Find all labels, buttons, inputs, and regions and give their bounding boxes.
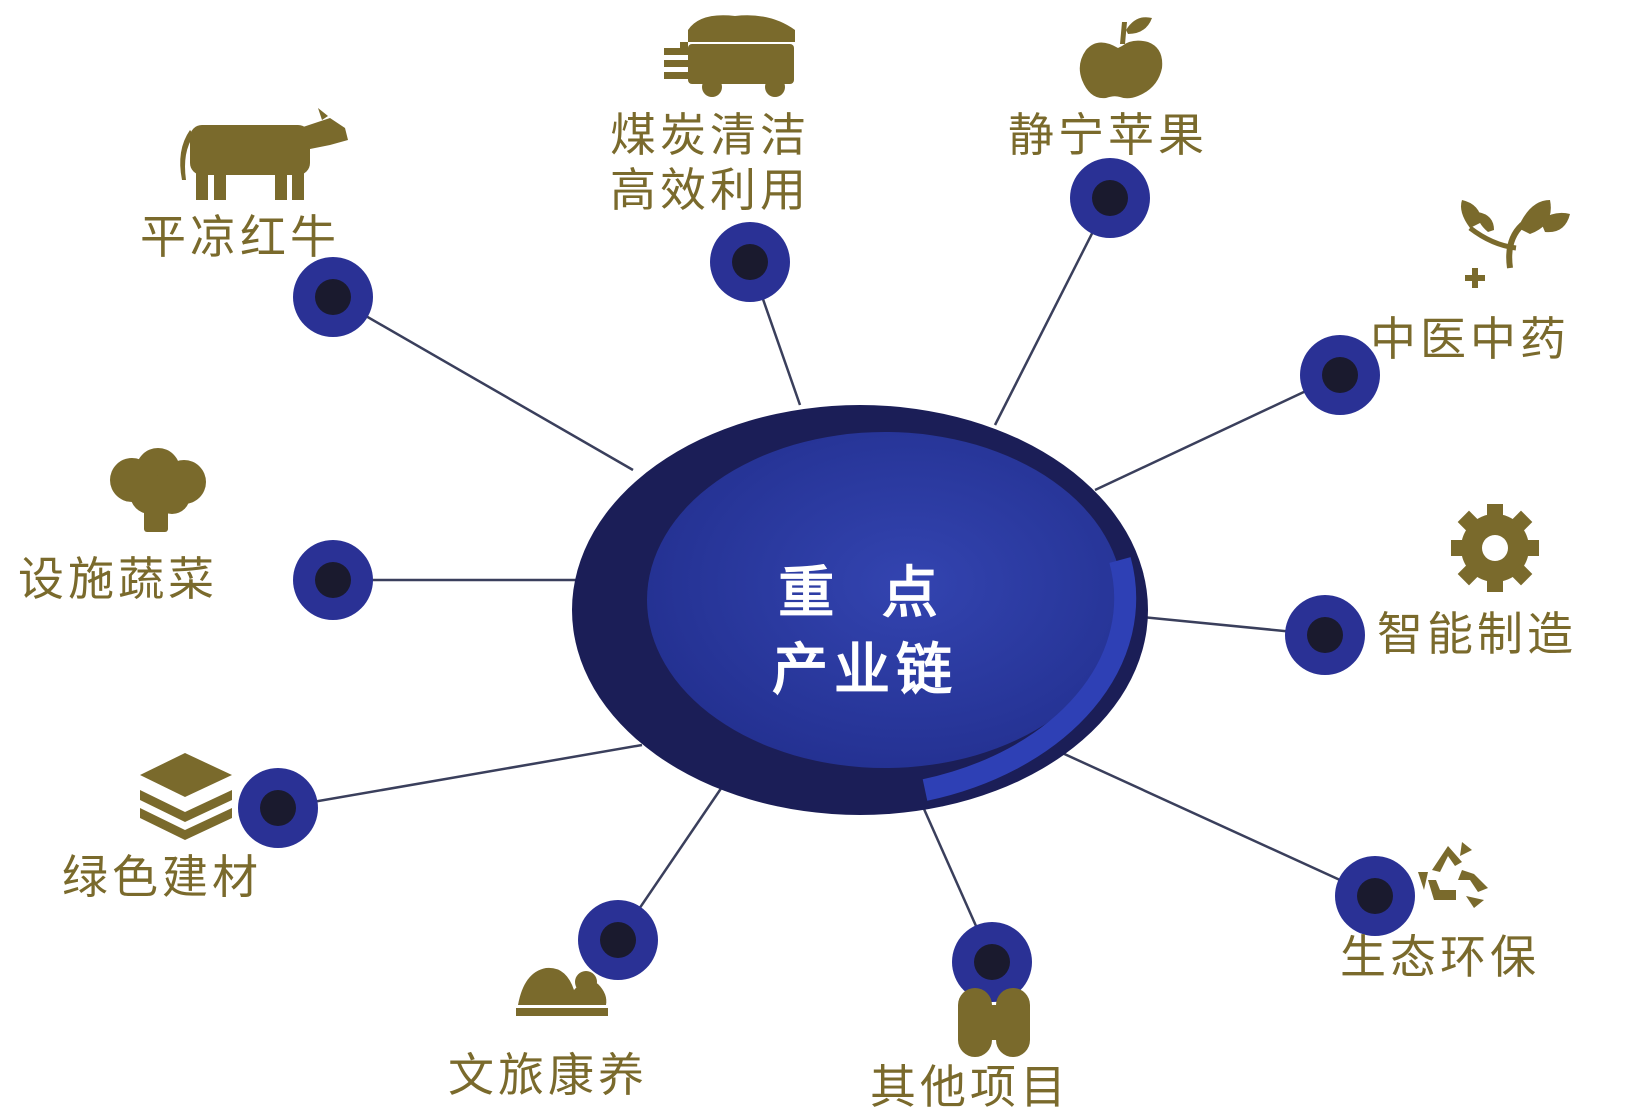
node-dot [710, 222, 790, 302]
node-label-tourism: 文旅康养 [448, 1048, 648, 1102]
center-title-line2: 产业链 [772, 638, 958, 703]
node-label-ecology: 生态环保 [1340, 930, 1540, 984]
truck-icon [664, 15, 795, 97]
node-dots [238, 158, 1415, 1002]
node-label-building-materials: 绿色建材 [62, 850, 262, 904]
mountain-icon [516, 967, 608, 1016]
node-label-smart-manufacturing: 智能制造 [1377, 607, 1577, 661]
node-dot [1300, 335, 1380, 415]
recycle-icon [1418, 842, 1488, 908]
connector-line [332, 295, 634, 472]
herb-icon [1461, 200, 1570, 288]
gear-icon [1451, 504, 1539, 592]
cow-icon [180, 108, 348, 200]
node-dot [293, 540, 373, 620]
node-label-line: 高效利用 [610, 163, 810, 218]
node-label-clean-coal: 煤炭清洁 高效利用 [610, 108, 810, 218]
node-label-line: 煤炭清洁 [610, 108, 810, 162]
node-dot [952, 922, 1032, 1002]
connector-line [1094, 373, 1341, 492]
node-label-pingliang-cattle: 平凉红牛 [140, 210, 340, 264]
node-label-jingning-apple: 静宁苹果 [1008, 108, 1208, 162]
connector-line [277, 743, 643, 810]
center-hub [572, 405, 1148, 815]
broccoli-icon [110, 448, 206, 532]
connector-line [1059, 750, 1376, 898]
node-dot [1070, 158, 1150, 238]
layers-icon [140, 753, 232, 840]
node-dot [238, 768, 318, 848]
node-dot [578, 900, 658, 980]
node-label-chinese-medicine: 中医中药 [1370, 312, 1570, 366]
connector-line [993, 197, 1112, 426]
apple-icon [1079, 17, 1163, 99]
node-label-vegetables: 设施蔬菜 [18, 552, 218, 606]
connector-lines [277, 197, 1376, 963]
clover-icon [958, 988, 1030, 1057]
node-dot [293, 257, 373, 337]
node-dot [1335, 856, 1415, 936]
center-title-line1: 重 点 [778, 561, 952, 626]
node-label-other-projects: 其他项目 [870, 1060, 1070, 1114]
node-dot [1285, 595, 1365, 675]
